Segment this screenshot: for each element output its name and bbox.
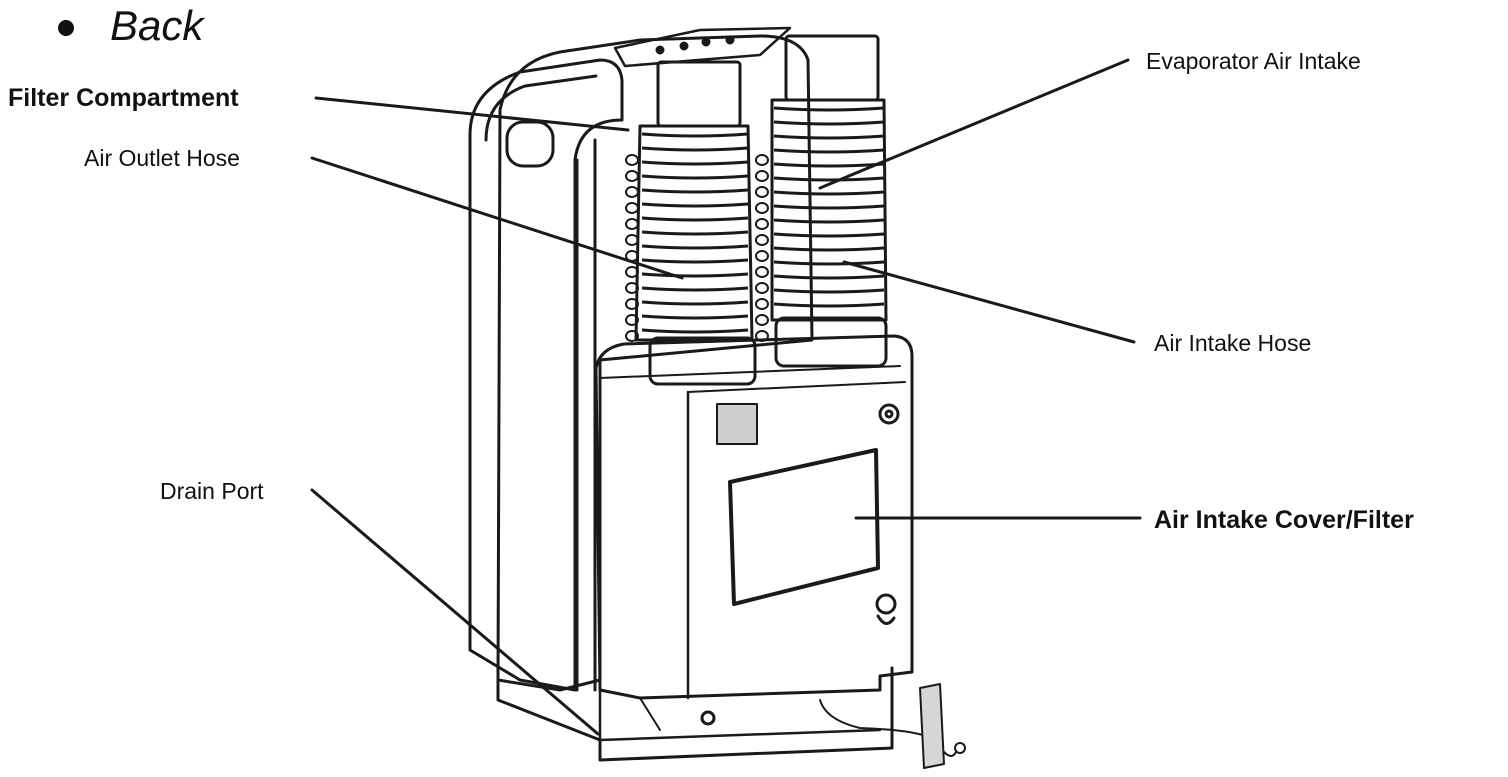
power-plug	[919, 683, 945, 769]
intake-hose-rib	[773, 274, 885, 280]
coil-dot	[755, 218, 769, 230]
intake-hose-rib	[773, 204, 885, 210]
coil-dot	[755, 250, 769, 262]
coil-dot	[625, 218, 639, 230]
intake-hose-rib	[773, 288, 885, 294]
power-cord	[819, 699, 935, 741]
screw-top	[878, 403, 900, 425]
leader-drain-port	[310, 488, 600, 736]
coil-dot	[625, 234, 639, 246]
screw-bottom	[875, 593, 897, 615]
unit-side-contour	[468, 58, 624, 692]
coil-dot	[755, 330, 769, 342]
outlet-hose-rib	[641, 314, 749, 320]
outlet-hose-rib	[641, 160, 749, 166]
outlet-hose-rib	[641, 328, 749, 334]
intake-hose-rib	[773, 134, 885, 140]
coil-dot	[625, 202, 639, 214]
coil-dot	[755, 266, 769, 278]
coil-dot	[755, 170, 769, 182]
intake-hose-rib	[773, 190, 885, 196]
outlet-hose-rib	[641, 272, 749, 278]
outlet-hose-rib	[641, 216, 749, 222]
coil-dot	[625, 330, 639, 342]
label-evaporator-air-intake: Evaporator Air Intake	[1146, 48, 1361, 74]
leader-filter-compartment	[314, 96, 630, 132]
drain-port	[700, 710, 716, 726]
label-filter-compartment: Filter Compartment	[8, 84, 239, 112]
coil-dot	[755, 298, 769, 310]
coil-dot	[625, 314, 639, 326]
outlet-hose-rib	[641, 286, 749, 292]
intake-hose-rib	[773, 246, 885, 252]
coil-dot	[625, 186, 639, 198]
label-drain-port: Drain Port	[160, 478, 264, 504]
intake-hose-rib	[773, 218, 885, 224]
intake-hose-rib	[773, 120, 885, 126]
air-intake-cover-filter	[728, 448, 880, 606]
coil-dot	[625, 154, 639, 166]
intake-hose-rib	[773, 162, 885, 168]
coil-dot	[755, 234, 769, 246]
unit-base	[496, 666, 894, 762]
air-outlet-hose	[634, 60, 757, 386]
leader-air-outlet-hose	[310, 156, 684, 280]
coil-dot	[755, 154, 769, 166]
coil-dot	[755, 202, 769, 214]
section-heading: Back	[58, 2, 203, 50]
intake-hose-rib	[773, 232, 885, 238]
vent-square	[716, 403, 758, 445]
outlet-hose-rib	[641, 146, 749, 152]
rear-housing-box	[594, 334, 914, 700]
outlet-hose-rib	[641, 244, 749, 250]
leader-air-intake-hose	[842, 260, 1136, 344]
coil-dot	[755, 314, 769, 326]
coil-dot	[755, 282, 769, 294]
outlet-hose-rib	[641, 202, 749, 208]
heading-text: Back	[110, 2, 204, 49]
intake-hose-rib	[773, 148, 885, 154]
air-intake-hose	[770, 34, 888, 368]
outlet-hose-rib	[641, 258, 749, 264]
coil-dot	[755, 186, 769, 198]
outlet-hose-rib	[641, 188, 749, 194]
leader-evaporator-air-intake	[818, 58, 1130, 190]
top-control-panel	[613, 26, 792, 68]
intake-hose-rib	[773, 302, 885, 308]
intake-hose-rib	[773, 106, 885, 112]
coil-dot	[625, 282, 639, 294]
intake-hose-rib	[773, 260, 885, 266]
coil-dot	[625, 298, 639, 310]
outlet-hose-rib	[641, 230, 749, 236]
outlet-hose-rib	[641, 132, 749, 138]
label-air-intake-cover-filter: Air Intake Cover/Filter	[1154, 506, 1414, 534]
outlet-hose-rib	[641, 174, 749, 180]
coil-dot	[625, 170, 639, 182]
bullet-icon	[58, 20, 74, 36]
coil-dot	[625, 266, 639, 278]
unit-body-outline	[496, 34, 814, 692]
label-air-outlet-hose: Air Outlet Hose	[84, 145, 240, 171]
intake-hose-rib	[773, 176, 885, 182]
outlet-hose-rib	[641, 300, 749, 306]
label-air-intake-hose: Air Intake Hose	[1154, 330, 1312, 356]
side-handle	[505, 120, 555, 168]
